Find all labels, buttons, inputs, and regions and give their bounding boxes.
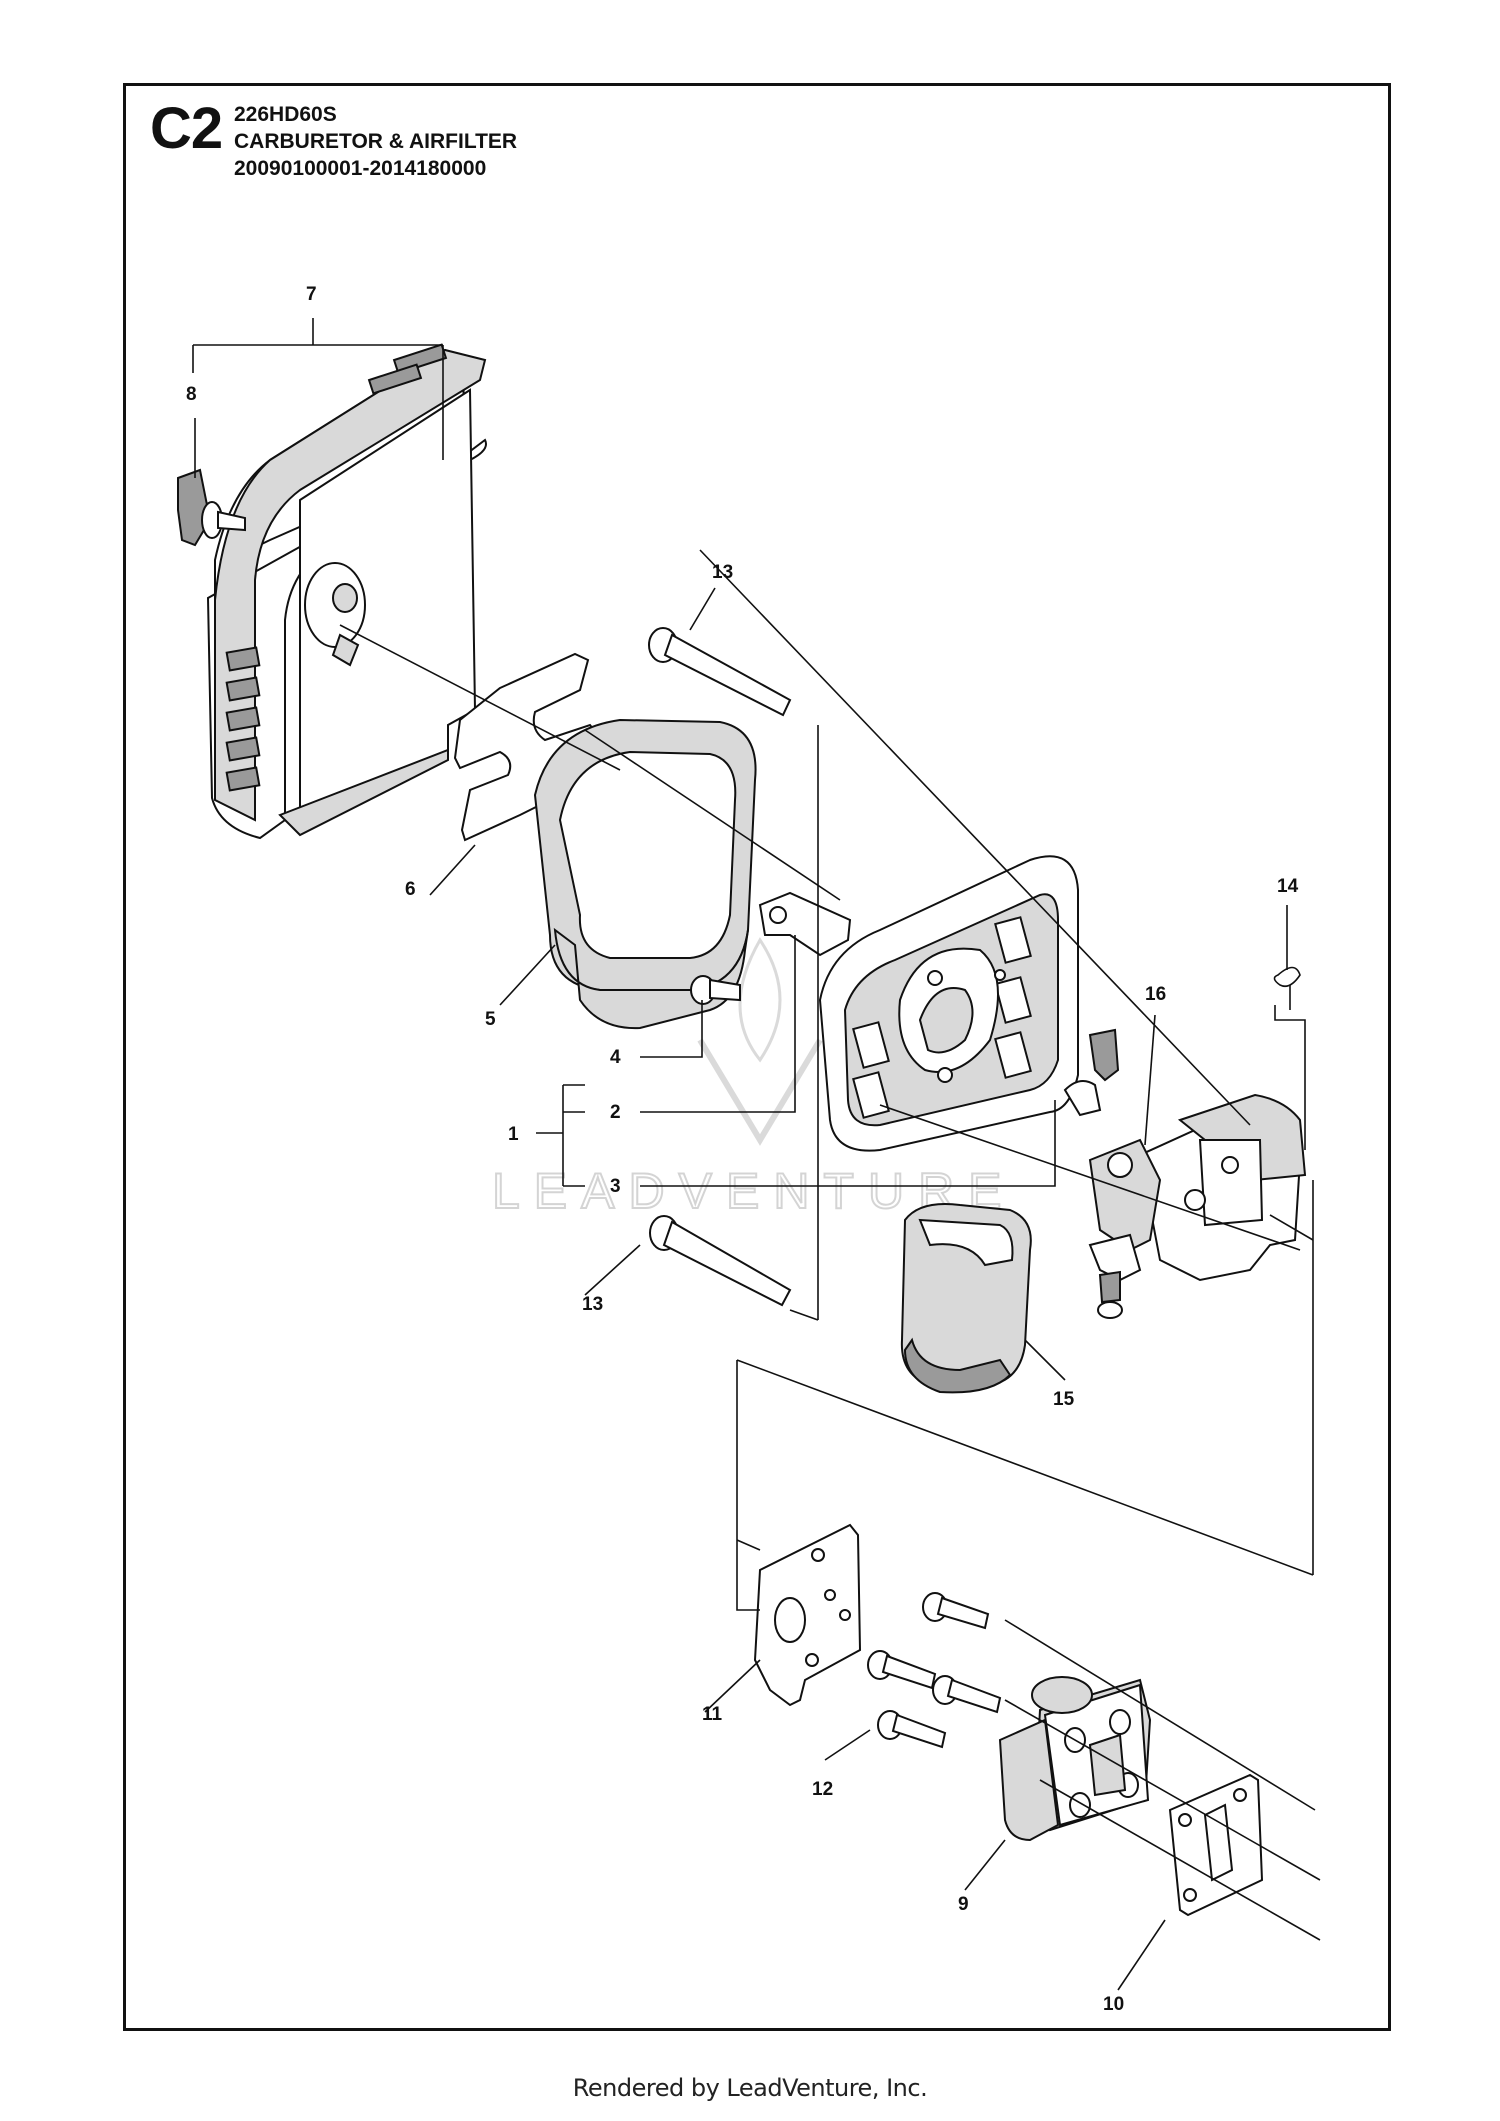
diagram-frame [123, 83, 1391, 2031]
callout-labels: 7 8 13 6 5 14 16 4 2 1 3 13 15 11 12 9 1… [186, 284, 1299, 2015]
callout-5: 5 [485, 1009, 496, 1030]
callout-13-lower: 13 [582, 1294, 603, 1315]
callout-13-upper: 13 [712, 562, 733, 583]
callout-14: 14 [1277, 876, 1299, 897]
part-foam-filter[interactable] [533, 718, 757, 1030]
callout-16: 16 [1145, 984, 1166, 1005]
callout-4: 4 [610, 1047, 621, 1068]
callout-6: 6 [405, 879, 416, 900]
part-airfilter-cover[interactable] [206, 343, 487, 840]
callout-10: 10 [1103, 1994, 1124, 2015]
callout-3: 3 [610, 1176, 621, 1197]
callout-11: 11 [702, 1704, 723, 1725]
leader-lines [192, 318, 1321, 1991]
callout-1: 1 [508, 1124, 519, 1145]
part-screw-small[interactable] [690, 975, 741, 1005]
part-knob[interactable] [177, 468, 246, 547]
part-bracket[interactable] [758, 891, 852, 957]
callout-8: 8 [186, 384, 197, 405]
part-clip[interactable] [1063, 1028, 1120, 1117]
footer-credit: Rendered by LeadVenture, Inc. [572, 2074, 928, 2102]
part-spring-clip[interactable] [1273, 966, 1301, 1011]
part-carburetor-cap[interactable] [900, 1203, 1032, 1394]
part-filter-holder[interactable] [818, 855, 1079, 1152]
callout-2: 2 [610, 1102, 621, 1123]
part-bolt-lower[interactable] [649, 1215, 792, 1307]
watermark-logo [697, 937, 823, 1146]
diagram-title: CARBURETOR & AIRFILTER [234, 130, 518, 153]
callout-12: 12 [812, 1779, 833, 1800]
callout-9: 9 [958, 1894, 969, 1915]
serial-range: 20090100001-2014180000 [234, 157, 487, 180]
part-screw-set[interactable] [867, 1592, 1002, 1749]
section-code: C2 [150, 96, 223, 161]
part-bolt-upper[interactable] [648, 627, 792, 717]
part-intake-manifold[interactable] [998, 1676, 1152, 1842]
model-number: 226HD60S [234, 103, 337, 126]
callout-7: 7 [306, 284, 317, 305]
part-carburetor[interactable] [1088, 1093, 1307, 1319]
part-gasket-lower[interactable] [1168, 1773, 1264, 1917]
callout-15: 15 [1053, 1389, 1075, 1410]
part-gasket-upper[interactable] [753, 1523, 862, 1707]
